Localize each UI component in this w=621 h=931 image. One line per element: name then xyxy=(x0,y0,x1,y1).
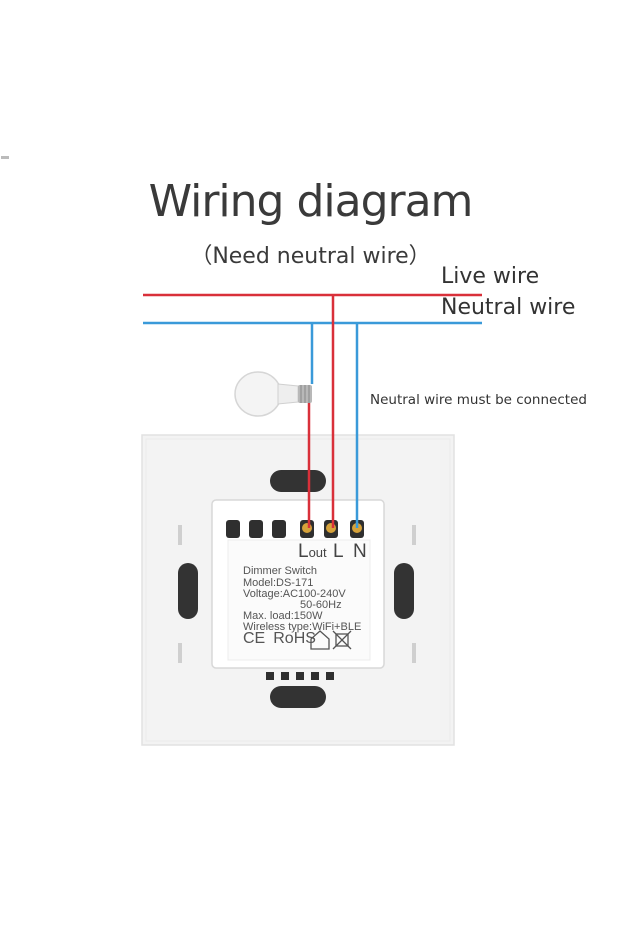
page-subtitle: （Need neutral wire） xyxy=(190,244,431,269)
terminal-label-l: L xyxy=(333,541,344,562)
page-title: Wiring diagram xyxy=(148,176,474,227)
spec-line: Model:DS-171 xyxy=(243,577,314,589)
corner-mark xyxy=(1,156,9,159)
neutral-note: Neutral wire must be connected xyxy=(370,392,587,408)
rohs-mark: RoHS xyxy=(273,630,316,647)
plate-notch xyxy=(178,643,182,663)
plate-slot-right xyxy=(394,563,414,619)
bulb-icon xyxy=(234,371,312,417)
plate-notch xyxy=(178,525,182,545)
spec-line: Max. load:150W xyxy=(243,610,323,622)
indoor-use-icon xyxy=(310,630,330,650)
spec-line: Voltage:AC100-240V xyxy=(243,588,346,600)
plate-slot-top xyxy=(270,470,326,492)
live-wire-label: Live wire xyxy=(441,264,540,289)
certification-marks: CE RoHS xyxy=(243,630,316,648)
plate-slot-left xyxy=(178,563,198,619)
weee-icon xyxy=(332,630,352,650)
neutral-wire-label: Neutral wire xyxy=(441,295,576,320)
ce-mark: CE xyxy=(243,630,266,647)
terminal-label-lout: Lout xyxy=(298,541,327,562)
module-label-area xyxy=(227,539,371,661)
plate-notch xyxy=(412,643,416,663)
spec-line: 50-60Hz xyxy=(300,599,342,611)
spec-line: Wireless type:WiFi+BLE xyxy=(243,621,362,633)
wall-plate-edge xyxy=(145,438,451,742)
terminal-label-n: N xyxy=(353,541,367,562)
terminal-block xyxy=(226,520,364,538)
plate-slot-bottom xyxy=(270,686,326,708)
module-vents xyxy=(266,672,334,680)
spec-line: Dimmer Switch xyxy=(243,565,317,577)
plate-notch xyxy=(412,525,416,545)
